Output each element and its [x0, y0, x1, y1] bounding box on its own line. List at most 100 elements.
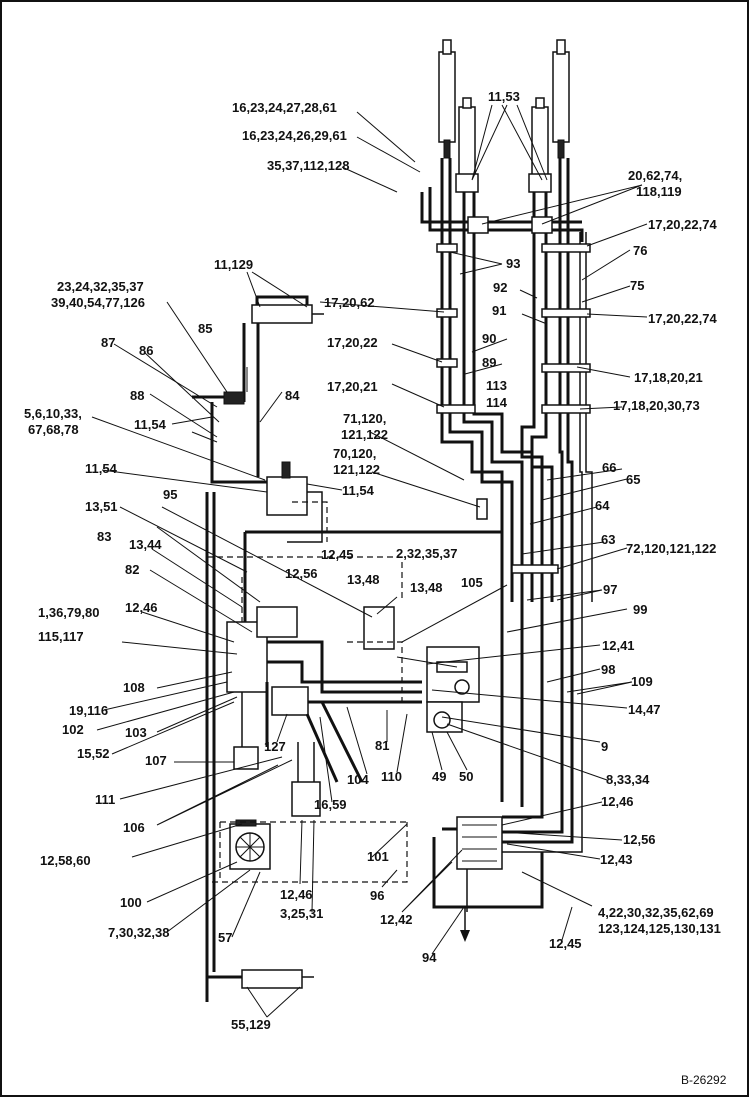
callout-labels: 11,53 16,23,24,27,28,61 16,23,24,26,29,6… [24, 89, 721, 1032]
tilt-cylinder-right [528, 97, 552, 193]
callout: 13,48 [347, 572, 380, 587]
callout: 75 [630, 278, 644, 293]
callout: 2,32,35,37 [396, 546, 457, 561]
callout: 103 [125, 725, 147, 740]
callout: 109 [631, 674, 653, 689]
callout: 19,116 [69, 703, 108, 718]
callout: 16,59 [314, 797, 347, 812]
hose-bundle [420, 158, 593, 853]
callout: 12,45 [549, 936, 582, 951]
callout: 93 [506, 256, 520, 271]
callout: 11,54 [342, 483, 375, 498]
callout: 12,56 [285, 566, 318, 581]
callout: 35,37,112,128 [267, 158, 349, 173]
callout: 57 [218, 930, 232, 945]
callout: 99 [633, 602, 647, 617]
callout: 17,18,20,30,73 [613, 398, 700, 413]
callout: 55,129 [231, 1017, 271, 1032]
callout: 17,20,22,74 [648, 311, 717, 326]
callout: 12,42 [380, 912, 413, 927]
callout: 9 [601, 739, 608, 754]
callout: 16,23,24,27,28,61 [232, 100, 337, 115]
callout: 17,20,21 [327, 379, 378, 394]
callout: 8,33,34 [606, 772, 650, 787]
lift-cylinder-left [438, 39, 456, 159]
callout: 98 [601, 662, 615, 677]
callout: 70,120, [333, 446, 376, 461]
callout: 63 [601, 532, 615, 547]
callout: 14,47 [628, 702, 661, 717]
callout: 67,68,78 [28, 422, 79, 437]
callout: 1,36,79,80 [38, 605, 99, 620]
callout: 86 [139, 343, 153, 358]
callout: 114 [486, 395, 508, 410]
callout: 113 [486, 378, 507, 393]
callout: 96 [370, 888, 384, 903]
callout: 13,51 [85, 499, 118, 514]
callout: 12,45 [321, 547, 354, 562]
callout: 65 [626, 472, 640, 487]
callout: 106 [123, 820, 145, 835]
callout: 84 [285, 388, 300, 403]
callout: 85 [198, 321, 212, 336]
callout: 102 [62, 722, 84, 737]
callout: 49 [432, 769, 446, 784]
tilt-cylinder-left [455, 97, 479, 193]
callout: 4,22,30,32,35,62,69 [598, 905, 714, 920]
callout: 71,120, [343, 411, 386, 426]
callout: 83 [97, 529, 111, 544]
figure-code: B-26292 [681, 1073, 727, 1087]
callout: 12,56 [623, 832, 656, 847]
callout: 11,129 [214, 257, 253, 272]
callout: 12,43 [600, 852, 633, 867]
callout: 92 [493, 280, 507, 295]
callout: 123,124,125,130,131 [598, 921, 721, 936]
callout: 50 [459, 769, 473, 784]
callout: 101 [367, 849, 389, 864]
callout: 105 [461, 575, 483, 590]
lift-cylinder-right [552, 39, 570, 159]
callout: 15,52 [77, 746, 110, 761]
callout: 100 [120, 895, 142, 910]
callout: 12,46 [280, 887, 313, 902]
hose-clamps [436, 216, 591, 574]
callout: 95 [163, 487, 177, 502]
callout: 104 [347, 772, 369, 787]
callout: 76 [633, 243, 647, 258]
callout: 82 [125, 562, 139, 577]
arrow-head-icon [460, 930, 470, 942]
callout: 121,122 [341, 427, 388, 442]
callout: 20,62,74, [628, 168, 682, 183]
callout: 23,24,32,35,37 [57, 279, 144, 294]
callout: 12,46 [601, 794, 634, 809]
callout: 3,25,31 [280, 906, 323, 921]
callout: 17,20,22 [327, 335, 378, 350]
callout: 17,20,62 [324, 295, 375, 310]
callout: 97 [603, 582, 617, 597]
callout: 88 [130, 388, 144, 403]
leader-lines [91, 104, 648, 1018]
callout: 118,119 [636, 184, 682, 199]
callout: 11,54 [85, 461, 118, 476]
callout: 81 [375, 738, 389, 753]
callout: 12,46 [125, 600, 158, 615]
callout: 111 [95, 792, 115, 807]
callout: 64 [595, 498, 610, 513]
callout: 17,18,20,21 [634, 370, 703, 385]
callout: 91 [492, 303, 506, 318]
callout: 5,6,10,33, [24, 406, 82, 421]
callout: 110 [381, 769, 402, 784]
callout: 12,58,60 [40, 853, 91, 868]
callout: 108 [123, 680, 145, 695]
callout: 90 [482, 331, 496, 346]
callout: 66 [602, 460, 616, 475]
callout: 87 [101, 335, 115, 350]
callout: 39,40,54,77,126 [51, 295, 145, 310]
callout: 13,48 [410, 580, 443, 595]
callout: 7,30,32,38 [108, 925, 169, 940]
callout: 16,23,24,26,29,61 [242, 128, 347, 143]
callout: 115,117 [38, 629, 84, 644]
callout: 121,122 [333, 462, 380, 477]
